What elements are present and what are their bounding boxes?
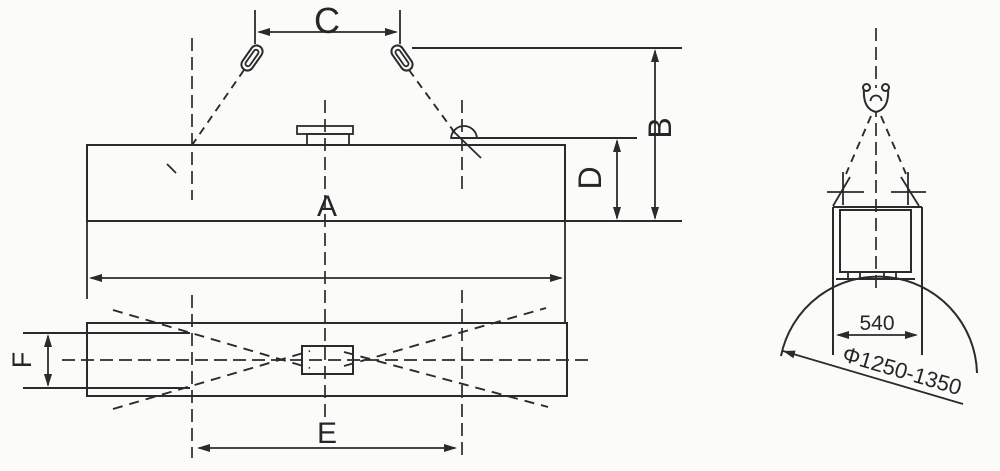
sling-line-left-tail <box>166 163 177 174</box>
front-view <box>86 38 682 458</box>
eyebolt <box>450 125 482 159</box>
hook-curl-left <box>862 83 871 92</box>
plan-view <box>23 307 588 410</box>
magnet-body-plan <box>86 322 568 397</box>
dim-c-arrow-left <box>257 28 270 36</box>
dim-540-label: 540 <box>859 312 894 335</box>
dim-dia-arrow <box>783 350 796 359</box>
dim-c-label: C <box>314 0 340 41</box>
dim-c-arrow-right <box>385 28 398 36</box>
dim-e-label: E <box>317 417 337 450</box>
dim-b-arrow-top <box>651 49 659 62</box>
lug-right-diagonal <box>900 176 920 207</box>
dim-dia-leader-line <box>782 350 964 405</box>
plan-diagonal-1 <box>112 309 311 369</box>
hook-icon <box>862 83 890 114</box>
hook-curl-right <box>881 83 890 92</box>
chain-link-right-hole <box>394 48 410 68</box>
front-sling-lines <box>166 69 456 174</box>
side-view: 540 Φ1250-1350 <box>780 28 978 405</box>
dim-d-arrow-top <box>613 139 621 152</box>
dim-d-label: D <box>572 166 608 189</box>
dim-f-arrow-top <box>44 334 52 347</box>
chain-link-right <box>390 44 414 72</box>
chain-link-right-outer <box>390 44 414 72</box>
dimension-A: A <box>86 190 566 323</box>
plan-diagonal-2 <box>112 350 311 410</box>
material-pile-arc <box>780 275 978 374</box>
magnet-body-side <box>832 206 923 355</box>
lug-left-diagonal <box>832 176 851 207</box>
dim-a-label: A <box>317 190 337 223</box>
dimension-diameter: Φ1250-1350 <box>782 341 965 405</box>
dim-b-arrow-bottom <box>651 207 659 220</box>
hook-inner-eye <box>869 94 883 102</box>
dimension-F: F <box>7 334 52 387</box>
plan-diagonal-4 <box>343 351 549 408</box>
dim-f-label: F <box>7 352 37 369</box>
dim-f-arrow-bottom <box>44 374 52 387</box>
dimension-D: D <box>572 139 621 220</box>
chain-link-left <box>240 44 264 72</box>
dim-dia-label: Φ1250-1350 <box>840 341 965 400</box>
center-junction-box <box>301 345 354 375</box>
dim-e-arrow-left <box>197 444 210 452</box>
terminal-cap <box>296 125 354 146</box>
plan-sling-diagonals <box>112 307 549 410</box>
sling-line-right <box>408 69 456 134</box>
eyebolt-ring <box>450 125 478 140</box>
dim-540-arrow-left <box>836 331 849 339</box>
side-sling-right <box>880 115 907 175</box>
sling-line-left <box>189 69 245 149</box>
dimension-B: B <box>642 49 678 220</box>
dimension-C: C <box>254 0 401 44</box>
terminal-cap-base <box>306 133 350 146</box>
side-sling-left <box>845 115 872 175</box>
side-coil-box <box>839 209 912 273</box>
plan-diagonal-3 <box>343 307 547 367</box>
hook-body <box>862 87 890 114</box>
dimension-E: E <box>197 417 457 452</box>
dim-e-arrow-right <box>444 444 457 452</box>
dim-b-label: B <box>642 117 678 138</box>
chain-link-left-hole <box>244 48 260 68</box>
dim-a-arrow-right <box>550 274 563 282</box>
dim-a-arrow-left <box>89 274 102 282</box>
dim-540-arrow-right <box>905 331 918 339</box>
eyebolt-sling-stub <box>451 129 482 159</box>
chain-link-left-outer <box>240 44 264 72</box>
dim-d-arrow-bottom <box>613 207 621 220</box>
dimension-540: 540 <box>836 312 918 339</box>
side-lugs <box>827 172 926 207</box>
